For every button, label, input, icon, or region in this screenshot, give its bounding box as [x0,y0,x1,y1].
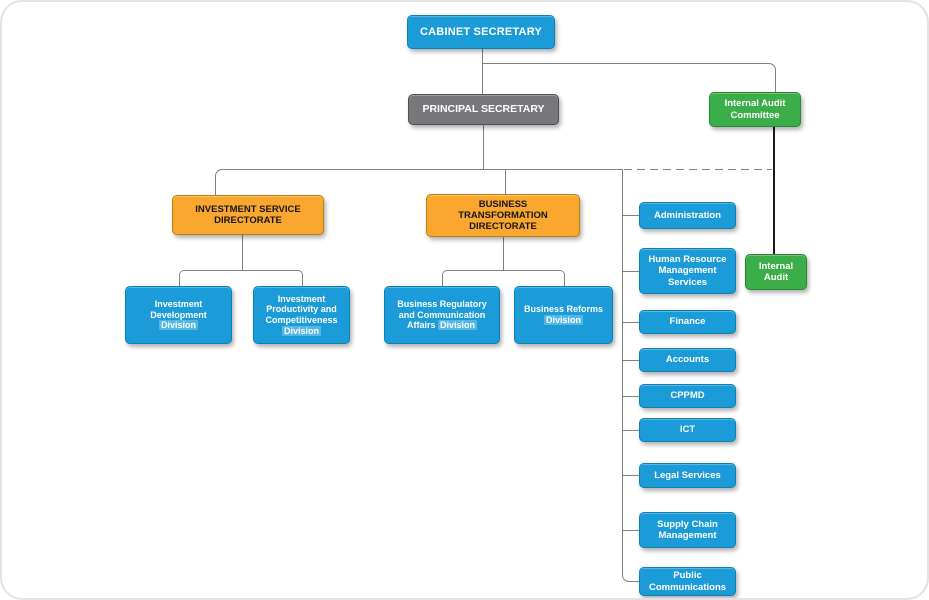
connector-cabinet-drop [482,49,483,94]
connector-department-trunk [622,169,640,582]
connector-internal-audit-line [773,127,775,254]
division-text: Investment Development [150,299,207,320]
division-text: Business Regulatory and Communication Af… [397,299,487,331]
connector-top-horizontal [482,63,776,93]
division-text: Business Reforms [523,304,604,315]
node-business-transformation-directorate: BUSINESS TRANSFORMATION DIRECTORATE [426,194,580,237]
division-highlight: Division [438,320,478,331]
node-label: PRINCIPAL SECRETARY [422,103,545,116]
node-label: Internal Audit Committee [724,98,786,121]
node-label: CABINET SECRETARY [420,25,542,38]
node-label: Investment Development Division [131,299,226,331]
connector-isd-stem [242,235,243,270]
node-label: BUSINESS TRANSFORMATION DIRECTORATE [458,198,548,233]
connector-btd-stem [503,237,504,270]
node-label: ICT [679,424,696,436]
node-internal-audit-committee: Internal Audit Committee [709,92,801,127]
connector-branch-cppmd [622,396,639,397]
node-label: Accounts [665,354,710,366]
division-highlight: Division [281,325,321,336]
connector-branch-accounts [622,360,639,361]
connector-main-horizontal [215,169,623,196]
node-investment-service-directorate: INVESTMENT SERVICE DIRECTORATE [172,195,324,235]
node-label: Internal Audit [758,260,794,283]
node-label: Business Regulatory and Communication Af… [388,299,496,331]
node-internal-audit: Internal Audit [745,254,807,290]
node-label: CPPMD [670,390,705,402]
node-label: INVESTMENT SERVICE DIRECTORATE [195,203,301,226]
connector-branch-finance [622,322,639,323]
connector-business-subtree [442,270,565,287]
division-highlight: Division [158,320,198,331]
node-principal-secretary: PRINCIPAL SECRETARY [408,94,559,125]
node-business-regulatory-division: Business Regulatory and Communication Af… [384,286,500,344]
node-investment-productivity-division: Investment Productivity and Competitiven… [253,286,350,344]
node-cabinet-secretary: CABINET SECRETARY [407,15,555,49]
node-label: Legal Services [654,469,721,481]
connector-dashed-link [624,169,772,170]
node-legal-services: Legal Services [639,463,736,488]
node-human-resource-management-services: Human Resource Management Services [639,248,736,294]
node-ict: ICT [639,418,736,442]
connector-btd-drop [505,169,506,194]
node-cppmd: CPPMD [639,384,736,408]
connector-branch-administration [622,215,639,216]
node-supply-chain-management: Supply Chain Management [639,512,736,548]
division-highlight: Division [543,315,583,325]
node-investment-development-division: Investment Development Division [125,286,232,344]
node-label: Public Communications [648,570,727,593]
connector-principal-drop [483,125,484,169]
connector-branch-hrms [622,271,639,272]
node-label: Investment Productivity and Competitiven… [257,294,346,336]
node-label: Business Reforms Division [520,304,607,325]
connector-branch-supply [622,530,639,531]
node-label: Supply Chain Management [657,518,718,541]
connector-branch-ict [622,430,639,431]
division-text: Investment Productivity and Competitiven… [265,293,338,325]
node-label: Finance [669,316,706,328]
connector-investment-subtree [179,270,303,287]
node-label: Administration [653,209,722,221]
connector-branch-legal [622,475,639,476]
node-public-communications: Public Communications [639,567,736,596]
node-business-reforms-division: Business Reforms Division [514,286,613,344]
node-administration: Administration [639,202,736,229]
node-accounts: Accounts [639,348,736,372]
node-label: Human Resource Management Services [648,254,727,288]
node-finance: Finance [639,310,736,334]
